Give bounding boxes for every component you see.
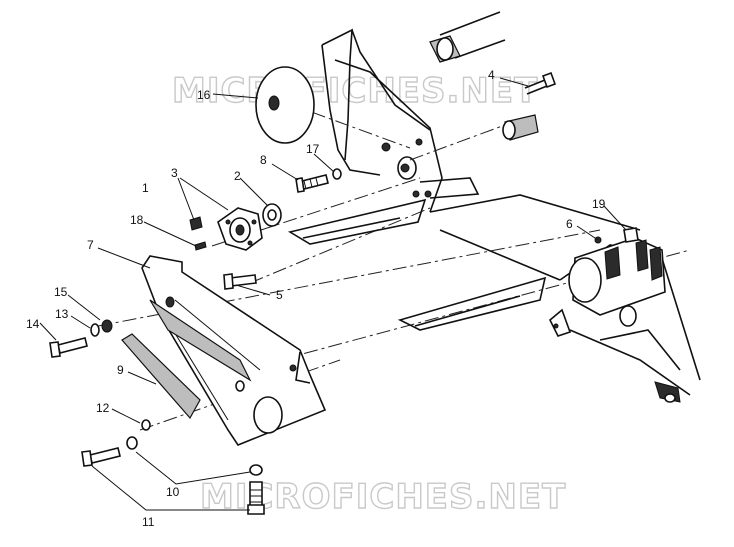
callout-10: 10 bbox=[166, 485, 180, 499]
bolt-14 bbox=[49, 337, 88, 358]
washer-17 bbox=[332, 168, 342, 180]
washer-15 bbox=[101, 319, 113, 333]
bolt-11-right bbox=[247, 481, 265, 515]
callout-12: 12 bbox=[96, 401, 110, 415]
frame-upright bbox=[321, 28, 480, 213]
plate-9 bbox=[121, 333, 201, 420]
callout-numbers: 1 2 3 4 5 6 7 8 9 10 11 12 13 14 15 16 1… bbox=[26, 68, 606, 529]
callout-14: 14 bbox=[26, 317, 40, 331]
pin-18 bbox=[194, 241, 207, 251]
pivot-hole-icon bbox=[381, 142, 391, 152]
callout-2: 2 bbox=[234, 169, 241, 183]
callout-4: 4 bbox=[488, 68, 495, 82]
washer-13 bbox=[90, 323, 100, 337]
steering-clamp bbox=[568, 236, 666, 327]
callout-9: 9 bbox=[117, 363, 124, 377]
plug-12 bbox=[141, 419, 151, 431]
bolt-11-left bbox=[81, 447, 121, 467]
callout-5: 5 bbox=[276, 288, 283, 302]
nut-1 bbox=[189, 216, 203, 231]
washer-10-left bbox=[126, 436, 138, 450]
flange-3 bbox=[217, 207, 263, 251]
callout-15: 15 bbox=[54, 285, 68, 299]
callout-11: 11 bbox=[142, 515, 155, 529]
callout-16: 16 bbox=[197, 88, 211, 102]
callout-18: 18 bbox=[130, 213, 144, 227]
callout-3: 3 bbox=[171, 166, 178, 180]
callout-13: 13 bbox=[55, 307, 69, 321]
callout-7: 7 bbox=[87, 238, 94, 252]
callout-8: 8 bbox=[260, 153, 267, 167]
cover-7 bbox=[141, 255, 327, 446]
washer-16 bbox=[255, 66, 315, 144]
nut-19 bbox=[623, 227, 639, 243]
callout-1: 1 bbox=[142, 181, 149, 195]
frame-rails bbox=[287, 194, 701, 403]
callout-17: 17 bbox=[306, 142, 320, 156]
bolt-5 bbox=[223, 273, 257, 290]
washer-10-right bbox=[249, 464, 263, 476]
leader-lines bbox=[39, 77, 627, 511]
spacer-2 bbox=[262, 203, 282, 227]
bolt-4 bbox=[524, 71, 557, 95]
watermark-top: MICROFICHES.NET bbox=[172, 71, 538, 111]
callout-19: 19 bbox=[592, 197, 606, 211]
bolt-8 bbox=[295, 174, 329, 193]
callout-6: 6 bbox=[566, 217, 573, 231]
steering-shaft bbox=[429, 11, 539, 141]
